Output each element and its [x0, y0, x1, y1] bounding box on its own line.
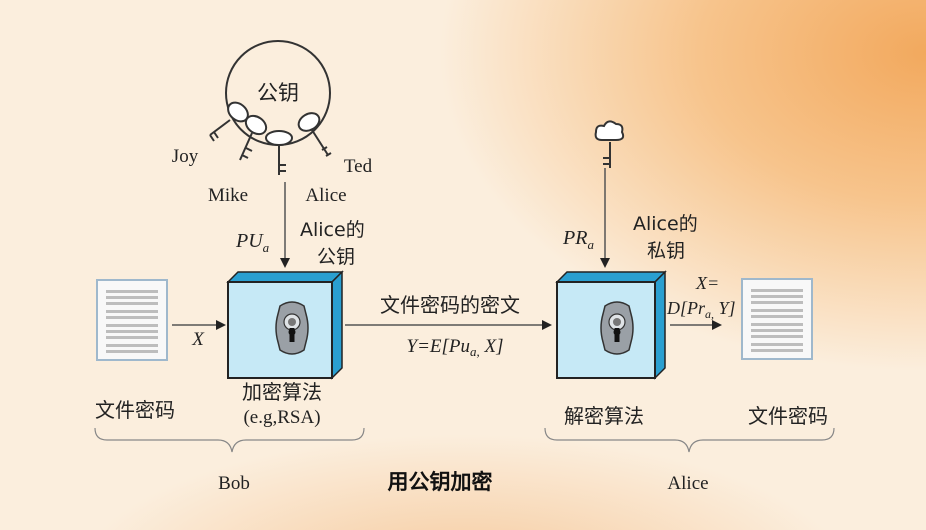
- plaintext-label: 文件密码: [95, 398, 175, 422]
- key-label-alice: Alice: [305, 185, 346, 206]
- private-key-symbol: PRa: [562, 227, 594, 252]
- ciphertext-label: 文件密码的密文: [380, 293, 520, 317]
- key-icon-mike: [239, 114, 268, 161]
- decryption-formula-line1: X=: [695, 273, 719, 293]
- encryption-formula: Y=E[Pua, X]: [407, 336, 504, 359]
- lock-icon: [275, 301, 309, 355]
- key-label-joy: Joy: [172, 146, 199, 167]
- decryption-box: [555, 270, 667, 380]
- encryption-box: [226, 270, 344, 380]
- private-key-desc-line1: Alice的: [633, 213, 698, 235]
- private-key-icon: [594, 120, 625, 168]
- plaintext-document-icon: [96, 279, 168, 361]
- key-icon-ted: [297, 112, 332, 157]
- key-icon-joy: [209, 101, 249, 142]
- bob-brace: [94, 427, 365, 453]
- decryption-algo-label: 解密算法: [564, 404, 644, 428]
- decrypted-label: 文件密码: [748, 404, 828, 428]
- public-keyring: 公钥 Joy Mike Alice Ted: [172, 40, 373, 206]
- public-key-desc-line1: Alice的: [300, 219, 365, 241]
- alice-brace: [544, 427, 835, 453]
- private-key-desc-line2: 私钥: [647, 240, 685, 262]
- lock-icon: [600, 301, 634, 355]
- decryption-formula-line2: D[Pra, Y]: [666, 298, 736, 321]
- key-label-mike: Mike: [208, 185, 248, 206]
- key-label-ted: Ted: [344, 156, 373, 177]
- encryption-algo-example: (e.g,RSA): [243, 407, 320, 428]
- decrypted-document-icon: [741, 278, 813, 360]
- bob-label: Bob: [218, 473, 250, 494]
- diagram-caption: 用公钥加密: [388, 470, 493, 494]
- alice-label: Alice: [667, 473, 708, 494]
- keyring-label: 公钥: [257, 81, 299, 105]
- key-icon-alice: [265, 130, 293, 175]
- input-variable: X: [191, 329, 205, 350]
- key-icons: [209, 101, 332, 175]
- public-key-symbol: PUa: [235, 230, 270, 255]
- public-key-desc-line2: 公钥: [317, 246, 355, 268]
- encryption-algo-label: 加密算法: [242, 380, 322, 404]
